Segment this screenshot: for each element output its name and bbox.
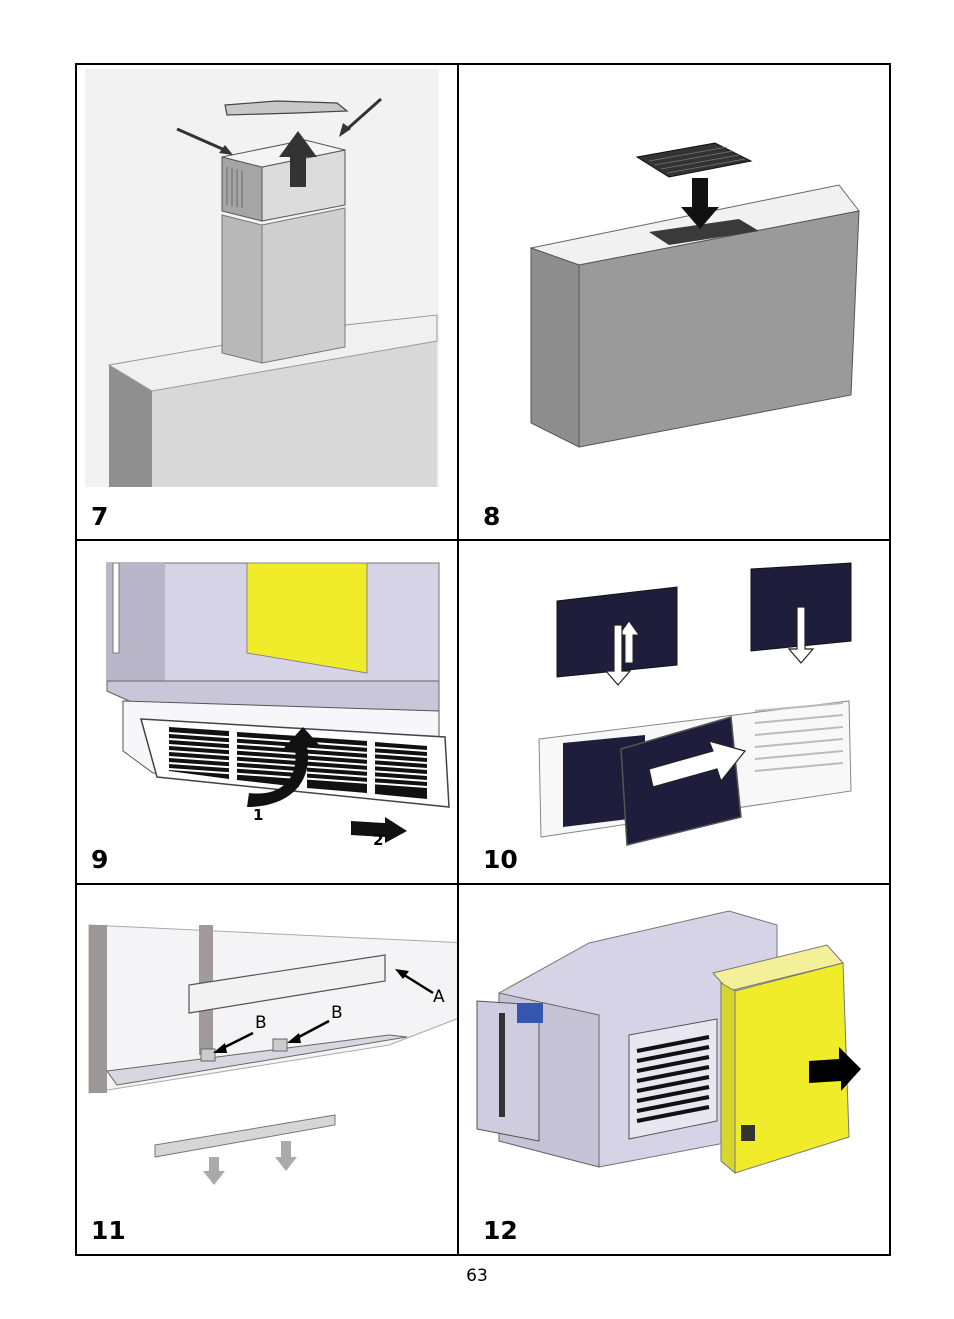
figure-grid: 7 8 (75, 63, 891, 1256)
callout-b-right: B (331, 1003, 343, 1023)
figure-7-number: 7 (91, 502, 108, 531)
figure-10-illustration (459, 541, 893, 883)
page-number: 63 (0, 1266, 954, 1286)
figure-9-illustration (77, 541, 457, 883)
figure-8: 8 (459, 65, 893, 539)
figure-7-illustration (77, 65, 457, 539)
callout-b-left: B (255, 1013, 267, 1033)
callout-a: A (433, 987, 445, 1007)
figure-9: 1 2 9 (77, 541, 457, 883)
figure-12-number: 12 (483, 1216, 518, 1245)
step-label-1: 1 (253, 806, 263, 824)
figure-9-number: 9 (91, 845, 108, 874)
step-label-2: 2 (373, 831, 383, 849)
figure-11-illustration (77, 885, 457, 1256)
figure-8-illustration (459, 65, 893, 539)
figure-11-number: 11 (91, 1216, 126, 1245)
figure-10-number: 10 (483, 845, 518, 874)
figure-12: 12 (459, 885, 893, 1256)
figure-12-illustration (459, 885, 893, 1256)
figure-11: A B B 11 (77, 885, 457, 1256)
figure-7: 7 (77, 65, 457, 539)
figure-10: 10 (459, 541, 893, 883)
figure-8-number: 8 (483, 502, 500, 531)
